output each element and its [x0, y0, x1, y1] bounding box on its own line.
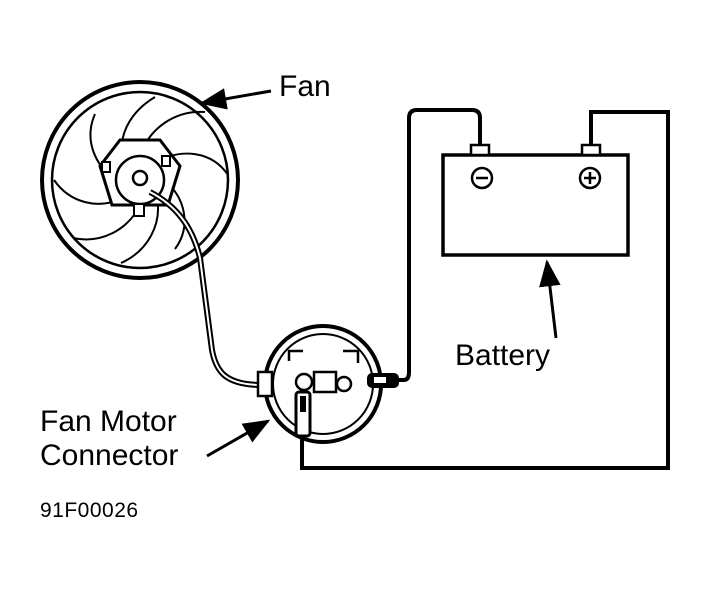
fan-hub-bracket	[98, 138, 182, 207]
battery-icon	[441, 143, 630, 257]
negative-terminal	[469, 143, 491, 157]
battery-label: Battery	[455, 339, 551, 372]
fan-label: Fan	[279, 70, 331, 103]
positive-terminal	[580, 143, 602, 157]
figure-id: 91F00026	[40, 499, 139, 522]
fan-icon	[40, 80, 240, 280]
connector-icon	[256, 324, 399, 444]
connector-pointer	[206, 419, 271, 458]
connector-label: Fan Motor Connector	[40, 405, 178, 473]
connector-label-line1: Fan Motor	[40, 405, 177, 438]
arrow-icon	[199, 88, 561, 458]
circuit-wires	[300, 108, 670, 470]
fan-wire	[148, 189, 263, 388]
fan-pointer	[199, 88, 272, 110]
connector-label-line2: Connector	[40, 439, 179, 472]
battery-pointer	[539, 259, 561, 339]
